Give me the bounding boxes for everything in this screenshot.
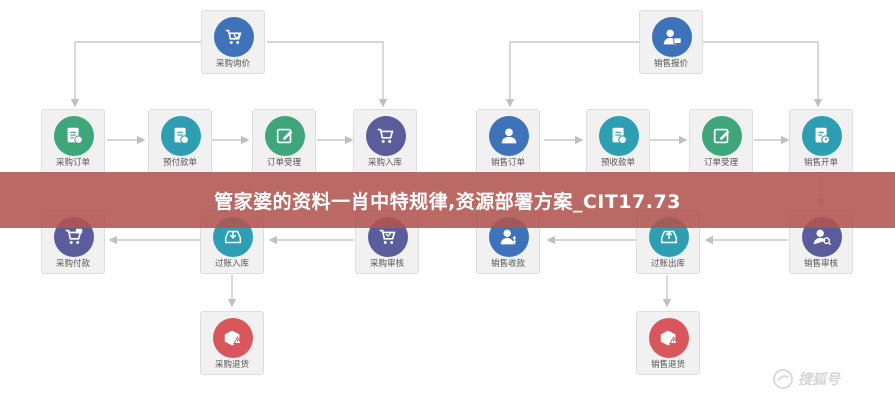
node-purchase-prepayment[interactable]: 预付款单	[148, 109, 212, 173]
title-banner: 管家婆的资料一肖中特规律,资源部署方案_CIT17.73	[0, 172, 895, 228]
watermark: 搜狐号	[772, 366, 872, 392]
watermark-text: 搜狐号	[798, 372, 840, 388]
user-icon	[489, 116, 529, 156]
node-sales-invoice[interactable]: 销售开单	[789, 109, 853, 173]
watermark-logo-icon	[773, 369, 793, 389]
box-warning-icon	[213, 318, 253, 358]
node-label: 销售订单	[490, 158, 525, 168]
node-label: 过账出库	[650, 259, 685, 269]
node-purchase-return[interactable]: 采购退货	[200, 311, 264, 375]
node-label: 采购退货	[214, 360, 249, 370]
node-label: 订单受理	[703, 158, 738, 168]
node-label: 过账入库	[214, 259, 249, 269]
user-card-icon	[652, 17, 692, 57]
node-sales-return[interactable]: 销售退货	[636, 311, 700, 375]
box-warning-icon	[649, 318, 689, 358]
node-purchase-inquiry[interactable]: 采购询价	[201, 10, 265, 74]
node-purchase-order[interactable]: 采购订单	[41, 109, 105, 173]
cart-search-icon	[214, 17, 254, 57]
node-sales-receipt[interactable]: 预收款单	[586, 109, 650, 173]
node-label: 预收款单	[600, 158, 635, 168]
banner-title: 管家婆的资料一肖中特规律,资源部署方案_CIT17.73	[214, 190, 681, 213]
edit-icon	[265, 116, 305, 156]
node-label: 销售开单	[803, 158, 838, 168]
node-label: 采购询价	[215, 59, 250, 69]
document-clock-icon	[802, 116, 842, 156]
document-icon	[54, 116, 94, 156]
node-purchase-inbound[interactable]: 采购入库	[353, 109, 417, 173]
cart-icon	[366, 116, 406, 156]
node-label: 销售报价	[653, 59, 688, 69]
node-label: 订单受理	[266, 158, 301, 168]
node-label: 销售退货	[650, 360, 685, 370]
node-sales-quote[interactable]: 销售报价	[639, 10, 703, 74]
node-label: 销售收款	[490, 259, 525, 269]
bill-icon	[599, 116, 639, 156]
edit-icon	[702, 116, 742, 156]
node-label: 采购订单	[55, 158, 90, 168]
bill-icon	[161, 116, 201, 156]
node-label: 预付款单	[162, 158, 197, 168]
node-purchase-order-review[interactable]: 订单受理	[252, 109, 316, 173]
node-label: 采购入库	[367, 158, 402, 168]
node-sales-order-review[interactable]: 订单受理	[689, 109, 753, 173]
node-label: 采购付款	[55, 259, 90, 269]
node-label: 销售审核	[803, 259, 838, 269]
node-label: 采购审核	[369, 259, 404, 269]
node-sales-order[interactable]: 销售订单	[476, 109, 540, 173]
